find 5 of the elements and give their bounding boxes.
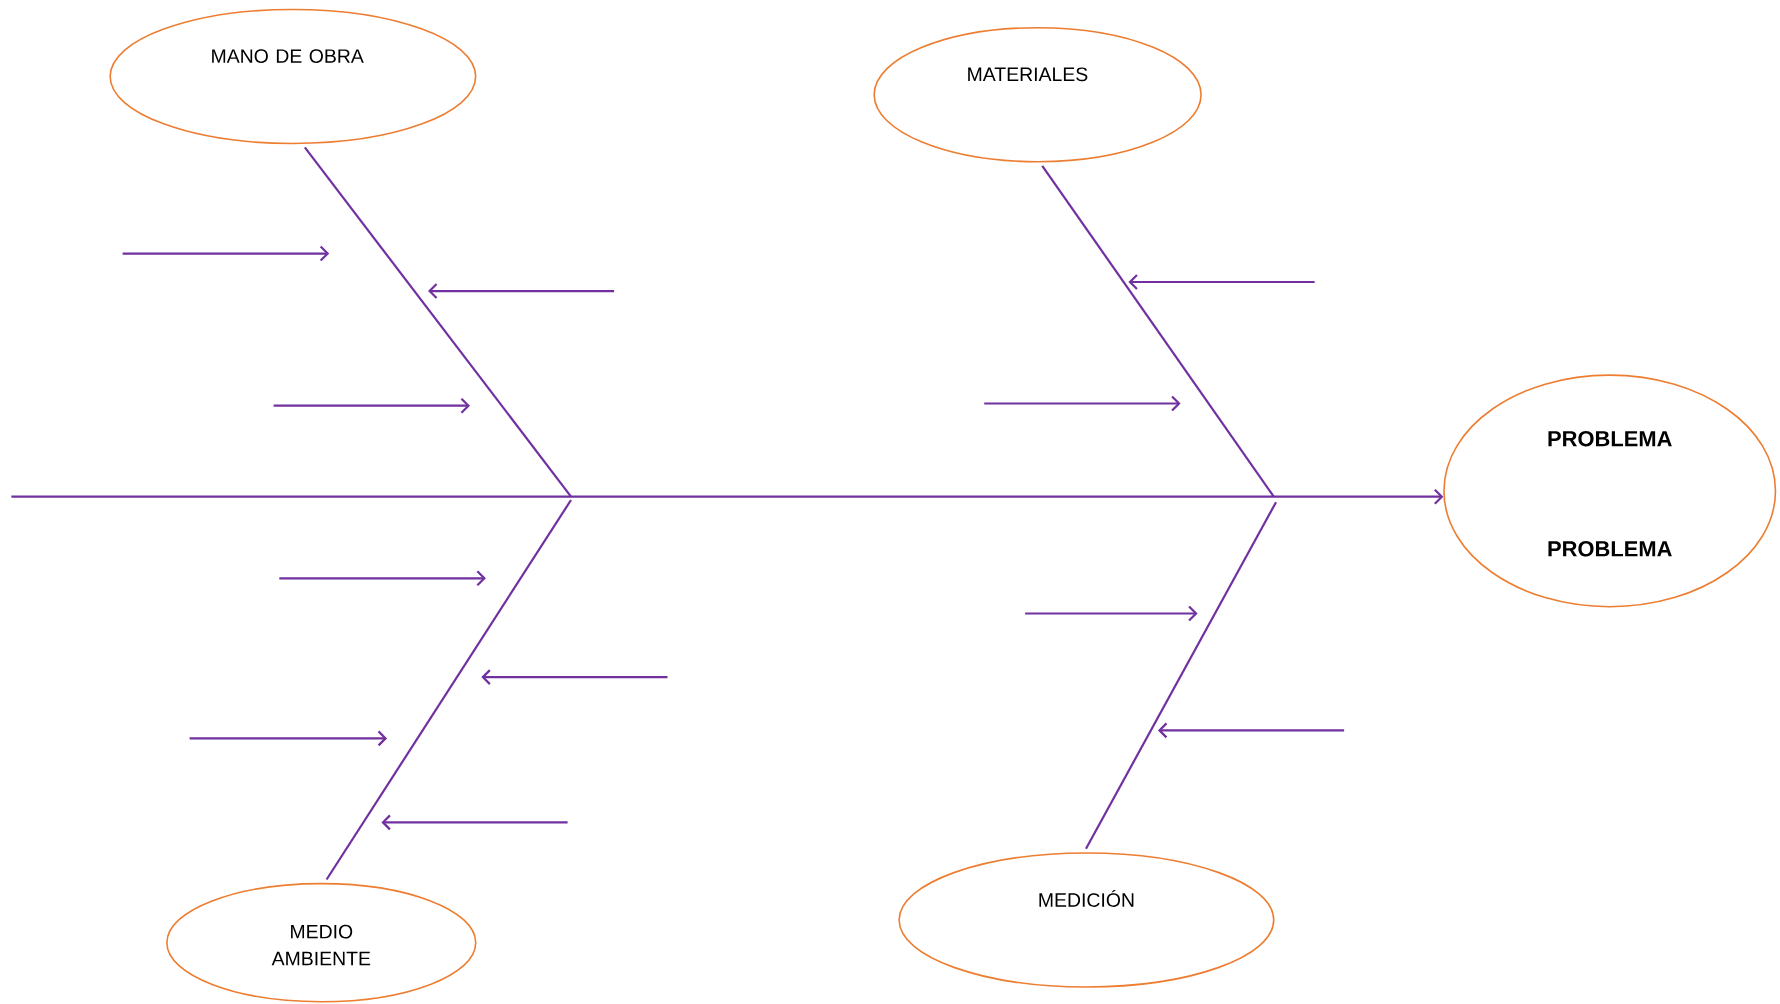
bone-line <box>1041 165 1275 498</box>
bone-line <box>303 146 572 498</box>
bone-line <box>325 499 572 881</box>
bone-line <box>1085 501 1277 850</box>
bone-line <box>11 488 1444 505</box>
